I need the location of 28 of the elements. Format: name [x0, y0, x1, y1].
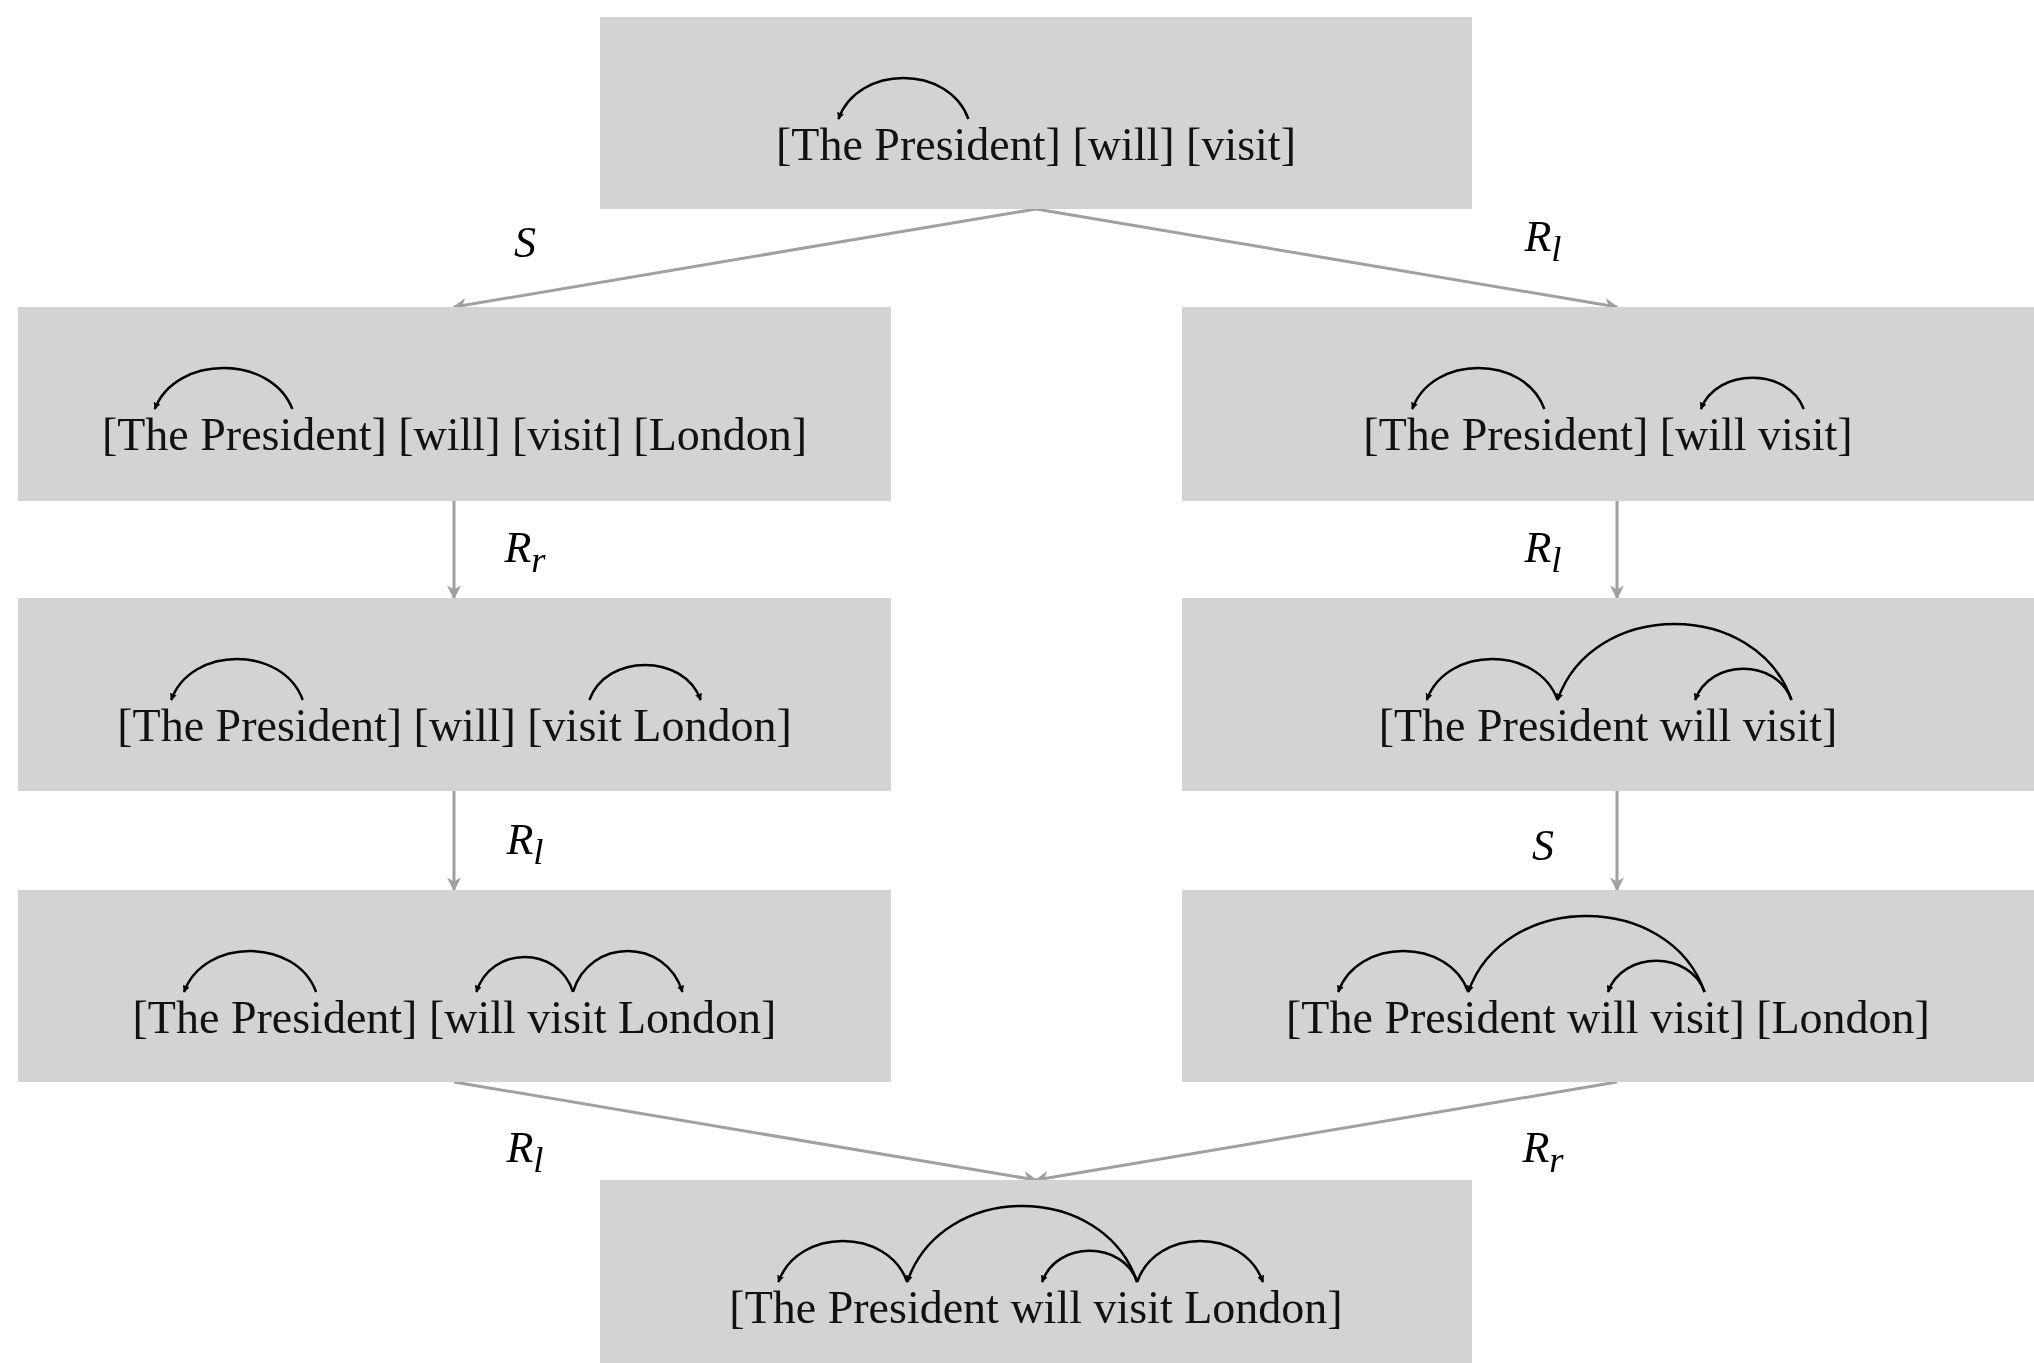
constituent-box — [18, 890, 891, 1082]
bracketed-sentence: [The President] [will] [visit] [London] — [101, 408, 808, 462]
transition-arrow — [447, 791, 461, 892]
transition-arrow — [1610, 501, 1624, 600]
edge-label: R$_{l}$ — [1524, 523, 1562, 582]
bracketed-sentence: [The President] [will] [visit London] — [117, 699, 792, 753]
constituent-box — [600, 17, 1472, 209]
edge-label: S — [514, 218, 536, 268]
constituent-box — [600, 1180, 1472, 1363]
bracketed-sentence: [The President will visit] — [1378, 699, 1838, 753]
bracketed-sentence: [The President will visit] [London] — [1286, 991, 1930, 1045]
transition-arrow — [447, 501, 461, 600]
constituent-box — [1182, 598, 2034, 791]
constituent-box — [18, 598, 891, 791]
edge-label: R$_{l}$ — [1524, 212, 1562, 271]
edge-label: S — [1532, 821, 1554, 871]
transition-arrow — [1610, 791, 1624, 892]
edge-label: R$_{l}$ — [506, 815, 544, 874]
bracketed-sentence: [The President] [will] [visit] — [776, 118, 1296, 172]
bracketed-sentence: [The President will visit London] — [729, 1281, 1343, 1335]
edge-label: R$_{r}$ — [504, 523, 546, 582]
bracketed-sentence: [The President] [will visit] — [1363, 408, 1853, 462]
constituent-box — [18, 307, 891, 501]
bracketed-sentence: [The President] [will visit London] — [132, 991, 777, 1045]
constituent-box — [1182, 307, 2034, 501]
edge-label: R$_{r}$ — [1522, 1123, 1564, 1182]
edge-label: R$_{l}$ — [506, 1123, 544, 1182]
constituent-box — [1182, 890, 2034, 1082]
